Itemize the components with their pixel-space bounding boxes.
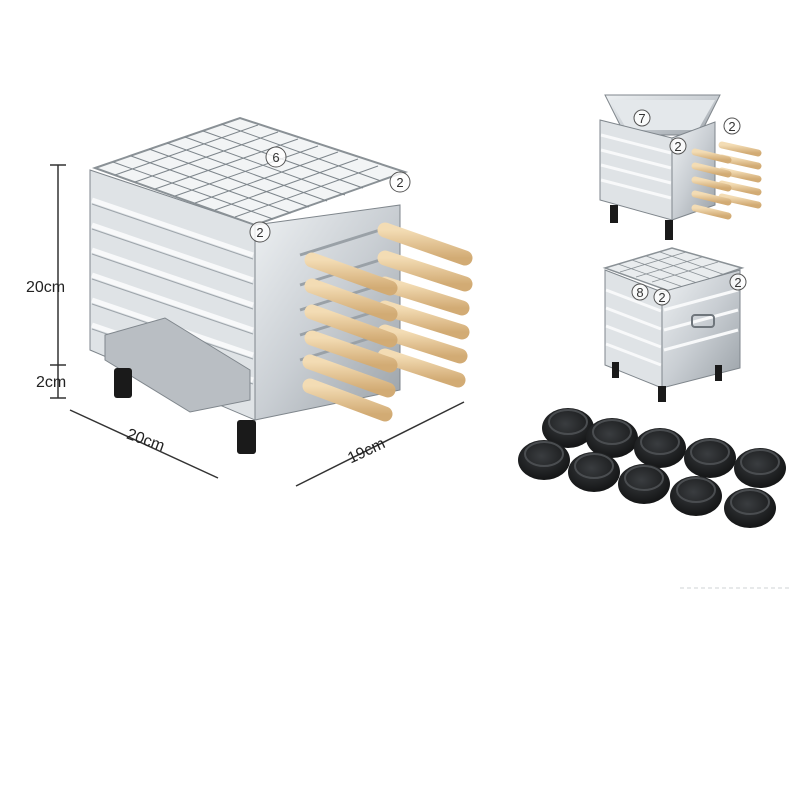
svg-text:2: 2 (734, 275, 741, 290)
dimension-annotations (50, 164, 465, 487)
main-leg-left (114, 368, 132, 398)
callout-main-side: 2 (389, 171, 411, 193)
main-ash-tray (104, 317, 251, 413)
svg-text:2: 2 (396, 175, 403, 190)
callout-top-front: 2 (669, 137, 687, 155)
main-grill: 6 2 2 (89, 116, 473, 454)
callout-top-pan: 7 (633, 109, 651, 127)
callout-mid-front: 2 (653, 288, 671, 306)
charcoal-puck (724, 488, 776, 528)
charcoal-puck (518, 440, 570, 480)
charcoal-puck (670, 476, 722, 516)
charcoal-pucks (518, 408, 786, 528)
callout-main-front: 2 (249, 221, 271, 243)
dim-depth-label: 19cm (345, 435, 388, 467)
charcoal-puck (542, 408, 594, 448)
callout-mid-side: 2 (729, 273, 747, 291)
callout-main-grill: 6 (265, 146, 287, 168)
charcoal-puck (634, 428, 686, 468)
dim-height-label: 20cm (26, 279, 65, 296)
svg-text:2: 2 (674, 139, 681, 154)
charcoal-puck (734, 448, 786, 488)
main-grid-wires (112, 123, 382, 220)
svg-text:2: 2 (728, 119, 735, 134)
svg-text:2: 2 (256, 225, 263, 240)
pan-variant-grill: 7 2 2 (599, 94, 762, 240)
charcoal-puck (618, 464, 670, 504)
grid-variant-grill: 8 2 2 (602, 247, 747, 402)
charcoal-puck (684, 438, 736, 478)
callout-mid-grill: 8 (631, 283, 649, 301)
dim-width-label: 20cm (124, 426, 167, 455)
svg-text:2: 2 (658, 290, 665, 305)
svg-text:8: 8 (636, 285, 643, 300)
charcoal-puck (568, 452, 620, 492)
svg-text:7: 7 (638, 111, 645, 126)
charcoal-puck (586, 418, 638, 458)
callout-top-side: 2 (723, 117, 741, 135)
svg-text:6: 6 (272, 150, 279, 165)
main-skewers (299, 222, 473, 422)
main-leg-front (237, 420, 256, 454)
dim-leg-label: 2cm (36, 374, 66, 391)
